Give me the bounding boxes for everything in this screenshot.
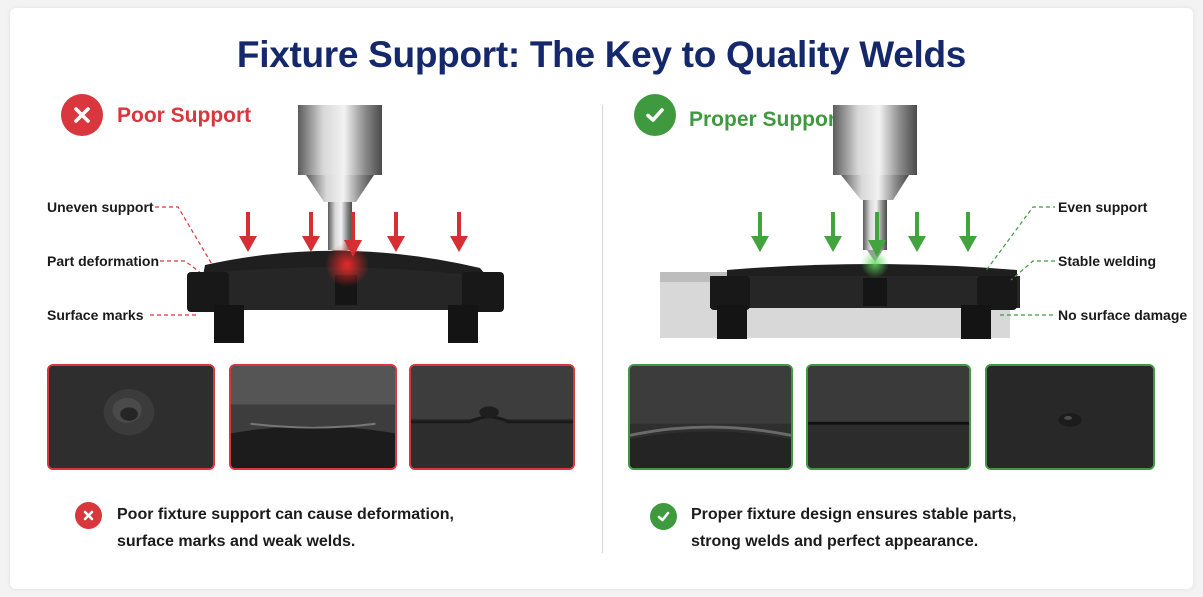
poor-support-heading: Poor Support	[117, 104, 252, 127]
proper-note-line-2: strong welds and perfect appearance.	[691, 533, 979, 550]
label-even-support: Even support	[1058, 199, 1148, 215]
label-surface-marks: Surface marks	[47, 307, 144, 323]
proper-sample-clean-surface	[985, 364, 1155, 470]
check-circle-icon	[634, 94, 676, 136]
poor-welding-scene	[150, 105, 504, 343]
proper-welding-scene	[660, 105, 1055, 339]
panel-divider	[602, 105, 603, 553]
proper-sample-curve	[628, 364, 793, 470]
proper-note-line-1: Proper fixture design ensures stable par…	[691, 506, 1017, 523]
proper-sample-flat-seam	[806, 364, 971, 470]
x-circle-icon	[75, 502, 102, 529]
proper-note: Proper fixture design ensures stable par…	[691, 501, 1016, 555]
proper-support-heading: Proper Support	[689, 108, 844, 131]
poor-note: Poor fixture support can cause deformati…	[117, 501, 454, 555]
label-no-surface-damage: No surface damage	[1058, 307, 1188, 323]
x-circle-icon	[61, 94, 103, 136]
poor-sample-dent	[47, 364, 215, 470]
label-part-deformation: Part deformation	[47, 253, 160, 269]
poor-note-line-1: Poor fixture support can cause deformati…	[117, 506, 454, 523]
poor-note-line-2: surface marks and weak welds.	[117, 533, 356, 550]
check-circle-icon	[650, 503, 677, 530]
label-uneven-support: Uneven support	[47, 199, 154, 215]
poor-sample-deformation	[229, 364, 397, 470]
page-title: Fixture Support: The Key to Quality Weld…	[236, 34, 967, 75]
label-stable-welding: Stable welding	[1058, 253, 1157, 269]
poor-sample-surface-mark	[409, 364, 575, 470]
